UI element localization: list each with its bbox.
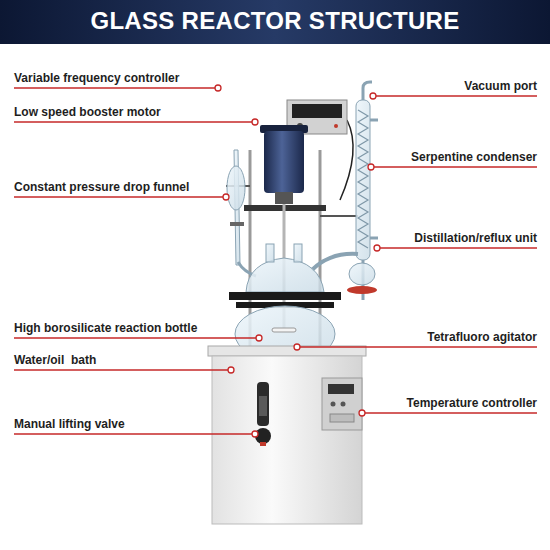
valve-tip [260,442,266,446]
condenser-coil [358,110,368,248]
leader-dot [223,194,229,200]
leader-line [14,369,228,370]
part-label: Tetrafluoro agitator [327,330,537,345]
leader-line [300,346,537,347]
leader-line [374,166,537,167]
controller-display [292,104,342,118]
condenser-jacket [356,100,370,260]
leader-line [14,196,223,197]
diagram-title: GLASS REACTOR STRUCTURE [0,6,550,36]
water-port [370,237,378,240]
part-label: High borosilicate reaction bottle [14,321,224,336]
agitator-blade [272,328,296,332]
leader-dot [359,410,365,416]
lid-neck [294,244,302,262]
leader-line [376,95,537,96]
funnel-bulb [227,166,245,210]
part-label: Serpentine condenser [327,150,537,165]
lift-slot [257,382,269,426]
stopcock [230,222,244,226]
flange-clamp [229,292,341,300]
leader-dot [252,119,258,125]
leader-dot [370,93,376,99]
bath-body [212,356,362,524]
part-label: Constant pressure drop funnel [14,180,224,195]
leader-line [365,412,537,413]
coupling [275,192,293,204]
part-label: Water/oil bath [14,353,224,368]
leader-lines [14,85,537,437]
reactor-lid [246,258,324,292]
temperature-switch [330,414,354,422]
temperature-button [331,402,336,407]
receiving-flask [349,263,375,285]
leader-line [14,87,215,88]
controller-switch [334,124,338,128]
leader-dot [252,431,258,437]
part-label: Distillation/reflux unit [327,231,537,246]
leader-line [14,433,252,434]
lift-lever [259,396,267,416]
leader-dot [368,164,374,170]
part-label: Low speed booster motor [14,105,224,120]
leader-dot [374,245,380,251]
part-label: Vacuum port [327,79,537,94]
leader-dot [256,335,262,341]
leader-line [14,121,252,122]
part-label: Manual lifting valve [14,417,224,432]
motor-body [264,131,304,193]
leader-dot [215,85,221,91]
leader-line [380,247,537,248]
title-band [0,0,550,44]
flask-support [347,286,377,294]
leader-dot [228,367,234,373]
part-label: Variable frequency controller [14,71,224,86]
part-label: Temperature controller [327,396,537,411]
leader-line [14,337,256,338]
lid-neck [266,244,274,262]
leader-dot [294,344,300,350]
water-port [370,119,378,122]
temperature-box [322,378,362,430]
clamp-arm [320,215,358,217]
temperature-display [328,384,354,394]
temperature-button [341,402,346,407]
